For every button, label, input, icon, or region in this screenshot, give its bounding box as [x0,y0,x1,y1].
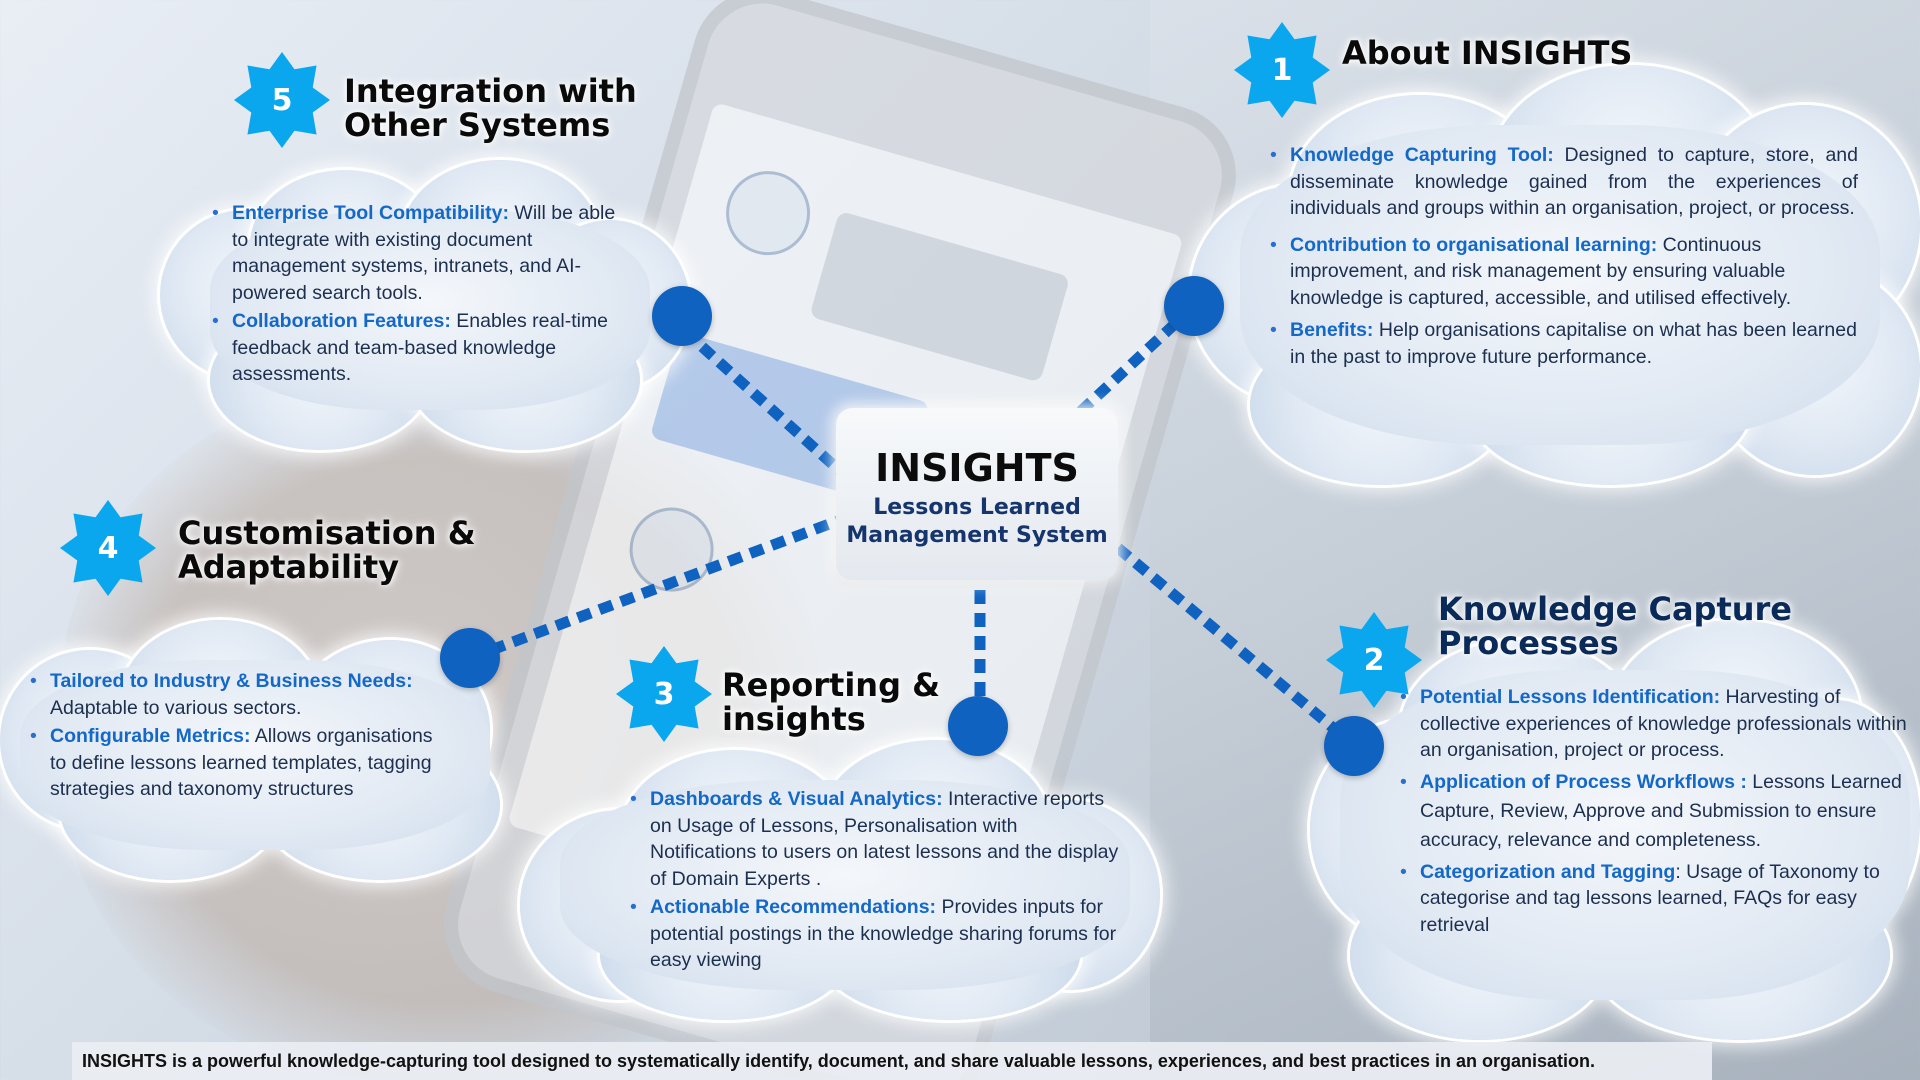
item-text: Help organisations capitalise on what ha… [1290,319,1857,368]
title-line: Customisation & [178,514,476,552]
title-line: insights [722,700,866,738]
badge-1: 1 [1234,22,1330,118]
item-term: Actionable Recommendations: [650,896,937,918]
item-term: Tailored to Industry & Business Needs: [50,670,413,692]
section-title-4: Customisation & Adaptability [178,516,476,584]
item-term: Categorization and Tagging [1420,860,1676,883]
list-item: Actionable Recommendations: Provides inp… [628,894,1128,974]
list-item: Collaboration Features: Enables real-tim… [210,308,620,388]
title-line: Processes [1438,624,1619,662]
title-line: Knowledge Capture [1438,590,1792,628]
title-line: Reporting & [722,666,941,704]
badge-number: 2 [1363,642,1385,678]
list-item: Enterprise Tool Compatibility: Will be a… [210,200,620,306]
connector-dot-5 [652,286,712,346]
badge-4: 4 [60,500,156,596]
item-term: Enterprise Tool Compatibility: [232,202,509,224]
section-title-1: About INSIGHTS [1342,36,1632,70]
item-text: Lessons Learned Capture, Review, Approve… [1420,770,1902,851]
list-item: Potential Lessons Identification: Harves… [1398,684,1908,764]
title-line: Adaptability [178,548,400,586]
badge-number: 3 [653,676,675,712]
item-term: Potential Lessons Identification: [1420,686,1721,708]
title-line: Integration with [344,72,637,110]
item-text: Adaptable to various sectors. [50,696,302,719]
connector-2 [1114,543,1354,747]
item-term: Knowledge Capturing Tool: [1290,144,1554,166]
title-line: Other Systems [344,106,611,144]
item-text: Provides inputs for potential postings i… [650,896,1117,971]
star-badge-icon [616,646,712,742]
section-title-5: Integration with Other Systems [344,74,637,142]
center-insights-panel: INSIGHTS Lessons Learned Management Syst… [836,408,1118,580]
section-content-5: Enterprise Tool Compatibility: Will be a… [210,200,620,390]
star-badge-icon [1234,22,1330,118]
section-content-1: Knowledge Capturing Tool: Designed to ca… [1268,142,1858,372]
item-term: Configurable Metrics: [50,725,251,747]
section-title-2: Knowledge Capture Processes [1438,592,1792,660]
section-content-4: Tailored to Industry & Business Needs: A… [28,668,448,805]
list-item: Dashboards & Visual Analytics: Interacti… [628,786,1128,892]
section-content-2: Potential Lessons Identification: Harves… [1398,684,1908,940]
center-title: INSIGHTS [875,446,1079,490]
item-term: Contribution to organisational learning: [1290,233,1658,256]
badge-number: 1 [1271,52,1293,88]
badge-number: 5 [271,82,293,118]
title-line: About INSIGHTS [1342,34,1633,72]
item-text: Designed to capture, store, and dissemin… [1290,144,1858,219]
item-text: Harvesting of collective experiences of … [1420,686,1907,761]
list-item: Configurable Metrics: Allows organisatio… [28,723,448,803]
item-text: : Usage of Taxonomy to categorise and ta… [1420,860,1880,936]
list-item: Categorization and Tagging: Usage of Tax… [1398,859,1908,939]
section-title-3: Reporting & insights [722,668,940,736]
connector-4 [468,514,842,664]
badge-3: 3 [616,646,712,742]
connector-dot-3 [948,696,1008,756]
item-term: Application of Process Workflows : [1420,770,1747,793]
connector-dot-4 [440,628,500,688]
center-subtitle-line2: Management System [846,523,1108,548]
item-text: Interactive reports on Usage of Lessons,… [650,788,1119,890]
item-term: Benefits: [1290,319,1374,341]
item-term: Collaboration Features: [232,310,451,332]
list-item: Application of Process Workflows : Lesso… [1398,768,1908,855]
star-badge-icon [60,500,156,596]
item-text: Enables real-time feedback and team-base… [232,310,609,385]
badge-number: 4 [97,530,119,566]
footer-summary: INSIGHTS is a powerful knowledge-capturi… [72,1042,1712,1080]
list-item: Tailored to Industry & Business Needs: A… [28,668,448,721]
list-item: Knowledge Capturing Tool: Designed to ca… [1268,142,1858,222]
star-badge-icon [234,52,330,148]
item-text: Allows organisations to define lessons l… [50,725,433,800]
connector-5 [664,311,854,485]
center-subtitle-line1: Lessons Learned [873,495,1081,520]
item-text: Will be able to integrate with existing … [232,202,616,304]
connector-dot-1 [1164,276,1224,336]
list-item: Contribution to organisational learning:… [1268,232,1858,312]
connector-dot-2 [1324,716,1384,776]
list-item: Benefits: Help organisations capitalise … [1268,317,1858,370]
item-text: Continuous improvement, and risk managem… [1290,233,1792,309]
section-content-3: Dashboards & Visual Analytics: Interacti… [628,786,1128,976]
item-term: Dashboards & Visual Analytics: [650,788,943,810]
badge-5: 5 [234,52,330,148]
